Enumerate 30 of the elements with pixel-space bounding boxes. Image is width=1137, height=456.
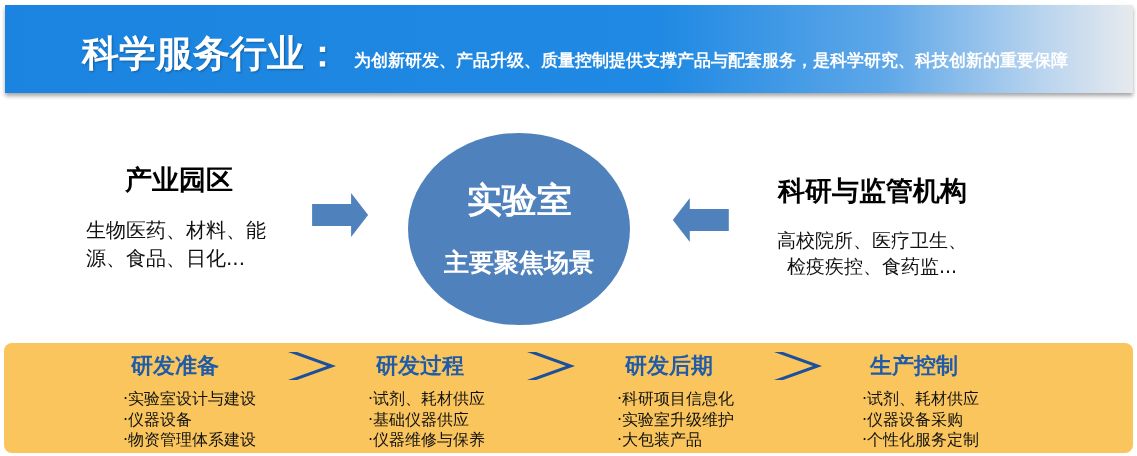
block-arrow <box>312 193 369 237</box>
list-item: ·实验室设计与建设 <box>123 389 257 410</box>
stage-heading: 研发后期 <box>625 352 713 380</box>
circle-title: 实验室 <box>466 179 572 221</box>
page-title: 科学服务行业： <box>82 32 341 76</box>
list-item: ·个性化服务定制 <box>862 430 980 451</box>
stage-heading: 生产控制 <box>870 352 958 380</box>
chevron-arrow <box>288 352 336 380</box>
stage-heading: 研发准备 <box>131 352 219 380</box>
list-item: ·科研项目信息化 <box>617 389 735 410</box>
list-item: ·试剂、耗材供应 <box>368 389 486 410</box>
circle-subtitle: 主要聚焦场景 <box>444 247 594 279</box>
category-heading: 产业园区 <box>123 163 234 197</box>
list-item: ·仪器维修与保养 <box>368 430 486 451</box>
stage-heading: 研发过程 <box>376 352 464 380</box>
chevron-arrow <box>527 352 575 380</box>
subtitle: 为创新研发、产品升级、质量控制提供支撑产品与配套服务，是科学研究、科技创新的重要保障 <box>354 50 1068 72</box>
block-arrow <box>672 198 729 242</box>
list-item: ·基础仪器供应 <box>368 409 470 430</box>
category-description: 生物医药、材料、能源、食品、日化... <box>86 217 267 272</box>
list-item: ·试剂、耗材供应 <box>862 389 980 410</box>
category-description: 高校院所、医疗卫生、检疫疾控、食药监... <box>776 228 968 279</box>
list-item: ·实验室升级维护 <box>617 409 735 430</box>
chevron-arrow <box>774 352 822 380</box>
category-heading: 科研与监管机构 <box>776 174 968 208</box>
list-item: ·大包装产品 <box>617 430 703 451</box>
list-item: ·仪器设备 <box>123 409 193 430</box>
list-item: ·物资管理体系建设 <box>123 430 257 451</box>
list-item: ·仪器设备采购 <box>862 409 964 430</box>
stage-band <box>4 343 1133 453</box>
